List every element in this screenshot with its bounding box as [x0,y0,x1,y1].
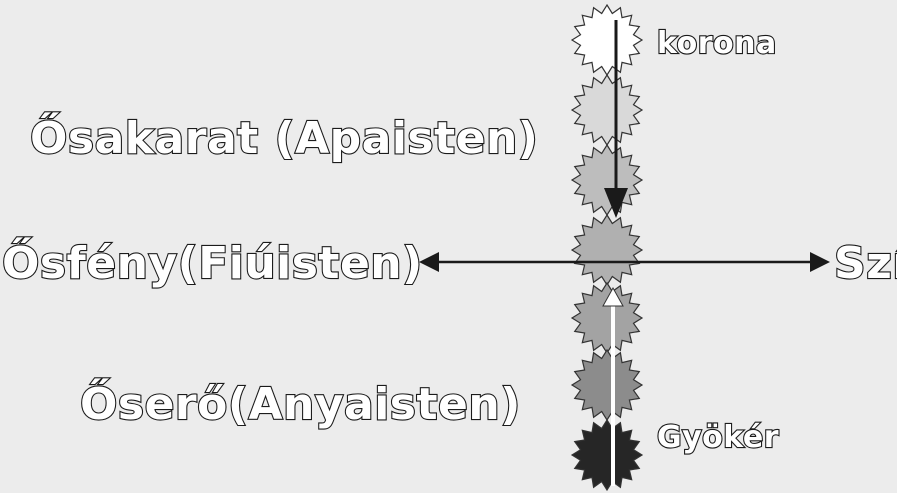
star-burst-7 [570,418,644,492]
star-burst-4 [570,213,644,287]
label-korona: korona [656,26,777,61]
label-osakarat: Ősakarat (Apaisten) [29,113,539,164]
label-sziv: Szív [833,238,897,289]
star-column [570,3,644,492]
label-osfeny: Ősfény(Fiúisten) [1,238,423,289]
label-gyoker: Gyökér [656,420,780,455]
star-burst-2 [570,73,644,147]
arrow-up-head [602,286,624,307]
label-osero: Őserő(Anyaisten) [79,379,522,430]
star-burst-6 [570,348,644,422]
star-burst-1 [570,3,644,77]
star-burst-5 [570,281,644,355]
star-burst-3 [570,143,644,217]
arrow-down-head [604,188,628,218]
